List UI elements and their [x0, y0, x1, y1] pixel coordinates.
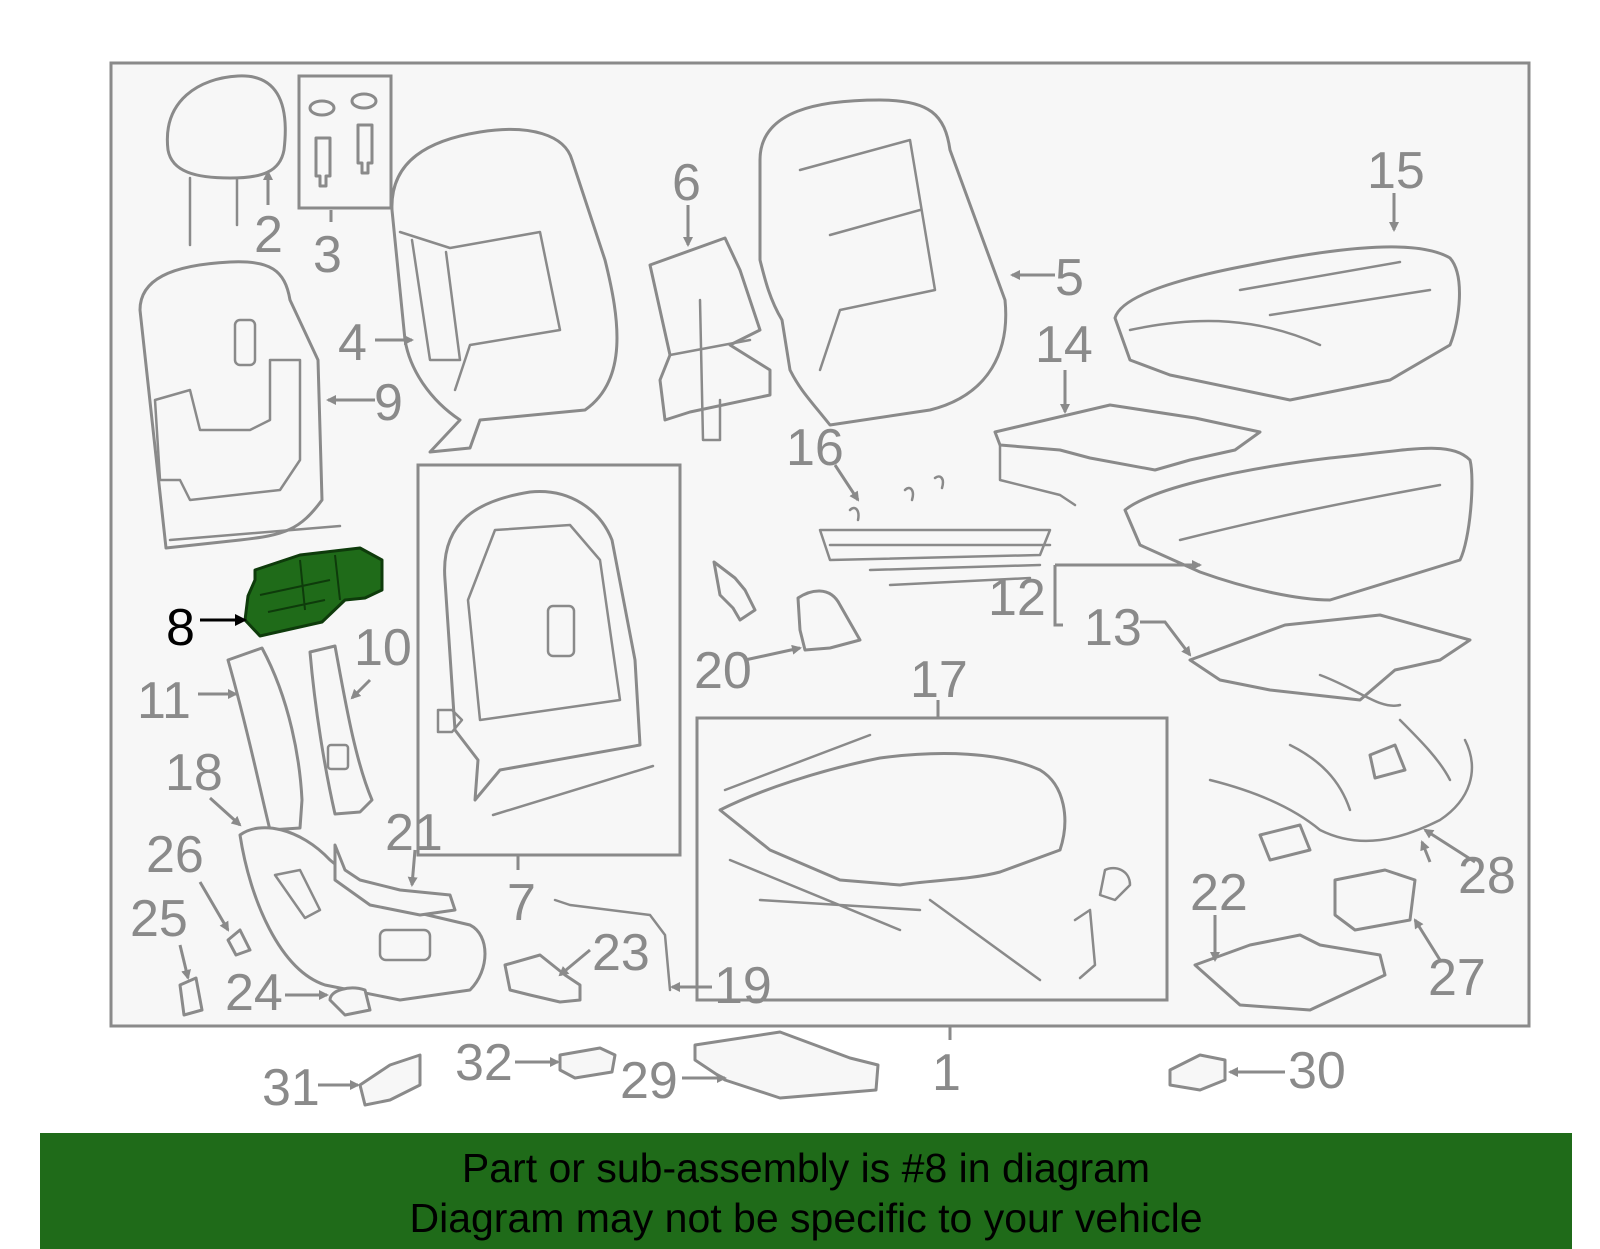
inset-box-17: [695, 716, 1169, 1002]
knob-part-24[interactable]: [328, 986, 372, 1017]
cushion-cover-part-15[interactable]: [1113, 245, 1461, 402]
trim-strip-part-21[interactable]: [333, 843, 457, 917]
cover-part-32[interactable]: [558, 1046, 617, 1080]
module-part-8-highlighted[interactable]: [243, 546, 384, 638]
bracket-part-22[interactable]: [1193, 933, 1387, 1012]
seatback-cover-part-5[interactable]: [758, 98, 1008, 427]
wiring-harness-part-28[interactable]: [1208, 718, 1474, 862]
callout-5[interactable]: 5: [1055, 249, 1084, 307]
callout-4[interactable]: 4: [338, 314, 367, 372]
bracket-part-20[interactable]: [796, 589, 862, 652]
callout-14[interactable]: 14: [1035, 316, 1093, 374]
bracket-small-unlabeled[interactable]: [712, 560, 757, 622]
callout-19[interactable]: 19: [714, 957, 772, 1015]
headrest-part-2[interactable]: [165, 74, 287, 247]
cover-part-29[interactable]: [693, 1030, 880, 1100]
callout-11[interactable]: 11: [137, 672, 191, 730]
callout-8[interactable]: 8: [166, 599, 195, 657]
callout-15[interactable]: 15: [1367, 142, 1425, 200]
info-banner: Part or sub-assembly is #8 in diagram Di…: [40, 1133, 1572, 1249]
callout-21[interactable]: 21: [385, 804, 443, 862]
side-panel-part-10[interactable]: [308, 644, 374, 816]
leader-lines: [178, 170, 1476, 1090]
callout-13[interactable]: 13: [1084, 599, 1142, 657]
side-panel-part-11[interactable]: [226, 646, 304, 832]
rod-part-19[interactable]: [553, 898, 672, 992]
headrest-guides-part-3[interactable]: [308, 92, 378, 188]
callout-24[interactable]: 24: [225, 964, 283, 1022]
module-part-27[interactable]: [1333, 868, 1417, 932]
cover-part-31[interactable]: [358, 1053, 422, 1107]
heater-mat-part-14[interactable]: [993, 403, 1262, 507]
callout-17[interactable]: 17: [910, 651, 968, 709]
callout-6[interactable]: 6: [672, 154, 701, 212]
seatback-pad-part-6[interactable]: [648, 236, 772, 442]
callout-25[interactable]: 25: [130, 890, 188, 948]
callout-9[interactable]: 9: [374, 374, 403, 432]
inset-box-7: [416, 463, 682, 857]
inset-box-3: [297, 74, 393, 210]
callout-labels: 1 2 3 4 5 6 7 8 9 10 11 12 13 14 15 16 1…: [130, 142, 1516, 1117]
cover-part-30[interactable]: [1168, 1053, 1227, 1092]
knob-part-26[interactable]: [226, 928, 252, 957]
callout-31[interactable]: 31: [262, 1059, 320, 1117]
springs-part-16[interactable]: [818, 475, 1052, 587]
back-panel-part-9[interactable]: [138, 260, 342, 550]
callout-2[interactable]: 2: [254, 206, 283, 264]
banner-line-disclaimer: Diagram may not be specific to your vehi…: [409, 1195, 1203, 1241]
callout-22[interactable]: 22: [1190, 864, 1248, 922]
cushion-frame-part-12[interactable]: [1123, 446, 1474, 602]
callout-27[interactable]: 27: [1428, 949, 1486, 1007]
callout-29[interactable]: 29: [620, 1052, 678, 1110]
callout-26[interactable]: 26: [146, 826, 204, 884]
callout-12[interactable]: 12: [988, 569, 1046, 627]
outer-trim-part-18[interactable]: [238, 826, 487, 1002]
callout-20[interactable]: 20: [694, 642, 752, 700]
banner-line-part-info: Part or sub-assembly is #8 in diagram: [461, 1145, 1151, 1191]
callout-18[interactable]: 18: [165, 744, 223, 802]
callout-23[interactable]: 23: [592, 924, 650, 982]
callout-16[interactable]: 16: [786, 419, 844, 477]
callout-3[interactable]: 3: [313, 226, 342, 284]
seat-track-part-17[interactable]: [718, 733, 1132, 982]
knob-part-25[interactable]: [178, 976, 204, 1017]
seatback-frame-part-4[interactable]: [390, 127, 619, 454]
callout-7[interactable]: 7: [507, 874, 536, 932]
callout-10[interactable]: 10: [354, 619, 412, 677]
seatback-frame-part-7[interactable]: [436, 490, 655, 817]
callout-28[interactable]: 28: [1458, 847, 1516, 905]
lower-shield-part-13[interactable]: [1188, 613, 1472, 708]
callout-32[interactable]: 32: [455, 1034, 513, 1092]
callout-1[interactable]: 1: [932, 1044, 961, 1102]
callout-30[interactable]: 30: [1288, 1042, 1346, 1100]
bracket-part-23[interactable]: [503, 953, 582, 1004]
